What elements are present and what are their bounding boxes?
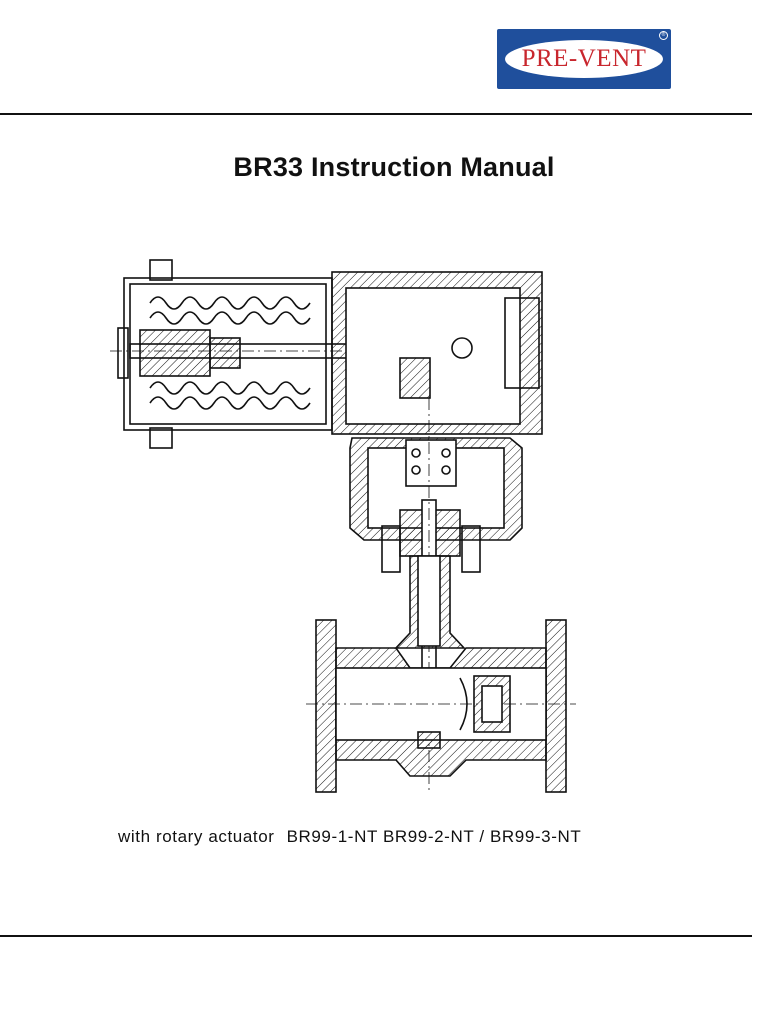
page-title: BR33 Instruction Manual <box>233 152 555 182</box>
caption-models: BR99-1-NT BR99-2-NT / BR99-3-NT <box>286 827 582 846</box>
model-caption: with rotary actuator BR99-1-NT BR99-2-NT … <box>118 827 678 847</box>
caption-prefix: with rotary actuator <box>118 827 275 846</box>
header-rule <box>0 113 752 115</box>
registered-mark: ® <box>659 31 668 40</box>
logo-text: PRE-VENT <box>521 45 647 72</box>
logo-oval: PRE-VENT <box>505 40 663 78</box>
pre-vent-logo: PRE-VENT ® <box>497 29 671 89</box>
valve-cross-section-drawing <box>110 259 576 793</box>
footer-rule <box>0 935 752 937</box>
